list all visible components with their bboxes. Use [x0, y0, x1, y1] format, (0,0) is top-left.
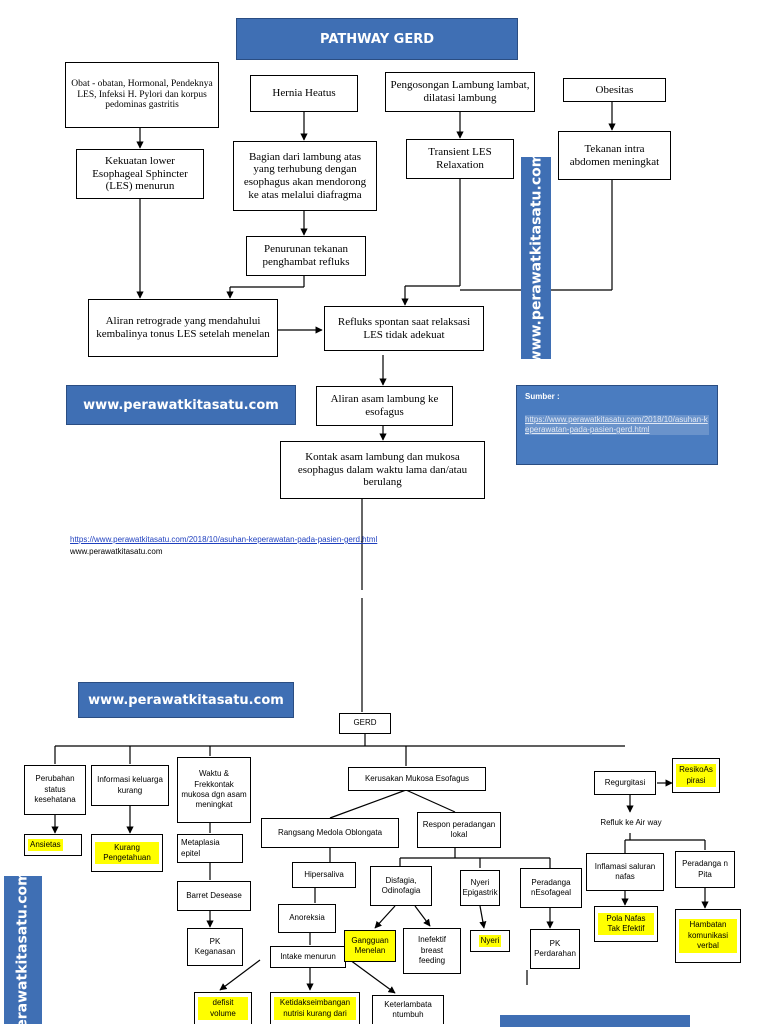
box-nyeri: Nyeri — [470, 930, 510, 952]
box-nyeri-epigastrik: Nyeri Epigastrik — [460, 870, 500, 906]
box-resiko-aspirasi: ResikoAs pirasi — [672, 758, 720, 793]
box-refluks-spontan: Refluks spontan saat relaksasi LES tidak… — [324, 306, 484, 351]
box-pola-nafas: Pola Nafas Tak Efektif — [594, 906, 658, 942]
box-tekanan: Tekanan intra abdomen meningkat — [558, 131, 671, 180]
box-pk-keganasan: PK Keganasan — [187, 928, 243, 966]
box-hernia: Hernia Heatus — [250, 75, 358, 112]
source-title: Sumber : — [525, 392, 560, 401]
box-kekuatan: Kekuatan lower Esophageal Sphincter (LES… — [76, 149, 204, 199]
box-peradangan-pita: Peradanga n Pita — [675, 851, 735, 888]
label-resiko-aspirasi: ResikoAs pirasi — [676, 764, 716, 787]
box-peradangan-esofageal: Peradanga nEsofageal — [520, 868, 582, 908]
box-waktu: Waktu & Frekkontak mukosa dgn asam menin… — [177, 757, 251, 823]
box-penurunan: Penurunan tekanan penghambat refluks — [246, 236, 366, 276]
box-aliran-asam: Aliran asam lambung ke esofagus — [316, 386, 453, 426]
box-hambatan: Hambatan komunikasi verbal — [675, 909, 741, 963]
box-inflamasi: Inflamasi saluran nafas — [586, 853, 664, 891]
label-defisit: defisit volume — [198, 997, 248, 1020]
box-kontak: Kontak asam lambung dan mukosa esophagus… — [280, 441, 485, 499]
label-ketidakseimbangan: Ketidakseimbangan nutrisi kurang dari — [274, 997, 356, 1020]
box-kurang-pengetahuan: Kurang Pengetahuan — [91, 834, 163, 872]
box-ketidakseimbangan: Ketidakseimbangan nutrisi kurang dari — [270, 992, 360, 1024]
label-hambatan: Hambatan komunikasi verbal — [679, 919, 737, 953]
box-rangsang: Rangsang Medola Oblongata — [261, 818, 399, 848]
source-panel: Sumber : https://www.perawatkitasatu.com… — [516, 385, 718, 465]
box-keterlambatan: Keterlambata ntumbuh — [372, 995, 444, 1024]
source-panel-partial — [500, 1015, 690, 1027]
box-anoreksia: Anoreksia — [278, 904, 336, 933]
box-perubahan: Perubahan status kesehatana — [24, 765, 86, 815]
box-obesitas: Obesitas — [563, 78, 666, 102]
page-title: PATHWAY GERD — [236, 18, 518, 60]
box-pengosongan: Pengosongan Lambung lambat, dilatasi lam… — [385, 72, 535, 112]
box-respon: Respon peradangan lokal — [417, 812, 501, 848]
box-obat: Obat - obatan, Hormonal, Pendeknya LES, … — [65, 62, 219, 128]
box-transient: Transient LES Relaxation — [406, 139, 514, 179]
box-ansietas: Ansietas — [24, 834, 82, 856]
box-defisit: defisit volume — [194, 992, 252, 1024]
label-kurang-pengetahuan: Kurang Pengetahuan — [95, 841, 159, 865]
box-disfagia: Disfagia, Odinofagia — [370, 866, 432, 906]
box-bagian: Bagian dari lambung atas yang terhubung … — [233, 141, 377, 211]
box-intake: Intake menurun — [270, 946, 346, 968]
article-link[interactable]: https://www.perawatkitasatu.com/2018/10/… — [70, 535, 378, 544]
box-aliran-retrograde: Aliran retrograde yang mendahului kembal… — [88, 299, 278, 357]
watermark-vertical-left: erawatkitasatu.com — [4, 871, 42, 1029]
box-metaplasia: Metaplasia epitel — [177, 834, 243, 863]
watermark-vertical-left-text: erawatkitasatu.com — [15, 871, 31, 1029]
box-pk-perdarahan: PK Perdarahan — [530, 929, 580, 969]
box-informasi: Informasi keluarga kurang — [91, 765, 169, 806]
label-ansietas: Ansietas — [28, 838, 63, 852]
box-regurgitasi: Regurgitasi — [594, 771, 656, 795]
box-inefektif: Inefektif breast feeding — [403, 928, 461, 974]
watermark-banner-2: www.perawatkitasatu.com — [78, 682, 294, 718]
watermark-vertical-text: www.perawatkitasatu.com — [528, 152, 544, 364]
box-gangguan-menelan: Gangguan Menelan — [344, 930, 396, 962]
site-text: www.perawatkitasatu.com — [70, 547, 163, 556]
box-kerusakan: Kerusakan Mukosa Esofagus — [348, 767, 486, 791]
watermark-vertical: www.perawatkitasatu.com — [521, 153, 551, 363]
box-hipersaliva: Hipersaliva — [292, 862, 356, 888]
box-refluk-airway: Refluk ke Air way — [586, 813, 676, 833]
box-barret: Barret Desease — [177, 881, 251, 911]
watermark-banner-1: www.perawatkitasatu.com — [66, 385, 296, 425]
source-link[interactable]: https://www.perawatkitasatu.com/2018/10/… — [525, 415, 709, 435]
label-nyeri: Nyeri — [478, 934, 502, 948]
box-gerd: GERD — [339, 713, 391, 734]
label-pola-nafas: Pola Nafas Tak Efektif — [598, 912, 654, 936]
